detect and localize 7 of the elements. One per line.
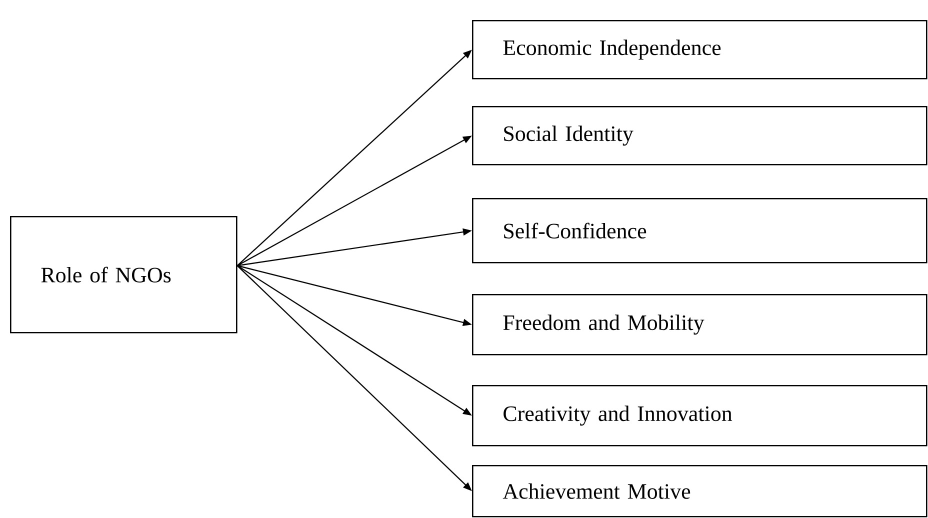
source-box: Role of NGOs: [10, 216, 238, 334]
outcome-box: Self-Confidence: [472, 198, 928, 264]
outcome-box: Achievement Motive: [472, 465, 928, 518]
outcome-box: Freedom and Mobility: [472, 294, 928, 356]
outcome-box: Economic Independence: [472, 20, 928, 80]
outcome-box: Creativity and Innovation: [472, 385, 928, 446]
outcome-box: Social Identity: [472, 106, 928, 166]
